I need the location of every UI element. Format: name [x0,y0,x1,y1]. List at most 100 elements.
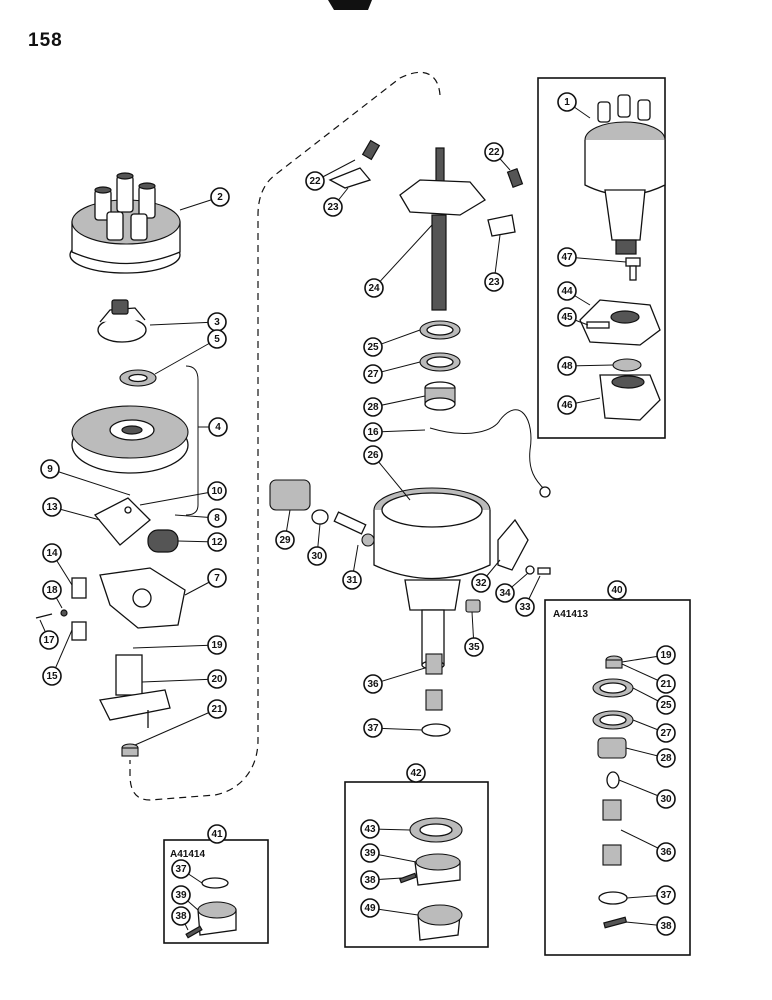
callout-circle [656,842,676,862]
o-ring-48 [612,358,642,372]
callout-number: 47 [561,252,573,263]
drive-shaft-lower [99,654,171,728]
callout-circle [656,916,676,936]
callout-circle [656,695,676,715]
distributor-housing [373,487,491,670]
callout-12: 12 [177,532,227,552]
callout-number: 35 [468,642,480,653]
callout-circle [515,597,535,617]
kit-callout-42: 42 [406,763,426,783]
callout-circle [656,645,676,665]
callout-number: 37 [660,890,672,901]
callout-5: 5 [154,329,227,375]
clamp-hardware [465,518,551,613]
bushings-36 [425,653,443,711]
callout-circle [360,819,380,839]
page-number: 158 [28,30,63,51]
callout-circle [363,397,383,417]
clips [35,577,87,641]
callout-25: 25 [363,329,421,357]
callout-circle [207,329,227,349]
callout-circle [656,748,676,768]
lead-wire [429,409,546,491]
callout-number: 40 [611,585,623,596]
callout-number: 19 [211,640,223,651]
callout-number: 9 [47,464,53,475]
callout-number: 20 [211,674,223,685]
callout-leader [49,468,131,496]
callout-circle [39,630,59,650]
callout-15: 15 [42,629,73,686]
callout-number: 13 [46,502,58,513]
callout-35: 35 [464,611,484,657]
callout-circle [557,356,577,376]
callout-number: 46 [561,400,573,411]
adapter-46 [599,374,661,421]
callout-leader [134,708,218,746]
callout-number: 31 [346,575,358,586]
callout-circle [406,763,426,783]
callout-number: 33 [519,602,531,613]
callout-33: 33 [515,575,541,617]
bushing-28 [424,381,456,411]
callout-number: 21 [660,679,672,690]
callout-38: 38 [171,906,191,931]
callout-circle [207,669,227,689]
callout-number: 38 [175,911,187,922]
callout-8: 8 [174,508,227,528]
kit-40-parts [592,655,634,929]
callout-number: 19 [660,650,672,661]
callout-circle [484,272,504,292]
callout-circle [364,278,384,298]
callout-37: 37 [363,718,423,738]
callout-number: 12 [211,537,223,548]
callout-number: 22 [488,147,500,158]
callout-28: 28 [363,395,426,417]
callout-leader [373,224,433,289]
callout-number: 34 [499,588,511,599]
callout-1: 1 [557,92,591,119]
callout-21: 21 [621,663,676,694]
callout-circle [557,307,577,327]
callout-number: 32 [475,578,487,589]
callout-circle [360,898,380,918]
callout-circle [656,674,676,694]
kit-callout-40: 40 [607,580,627,600]
bushing-21 [121,743,139,757]
callout-circle [607,580,627,600]
callout-circle [471,573,491,593]
callout-49: 49 [360,898,419,918]
callout-2: 2 [179,187,230,211]
callout-number: 27 [367,369,379,380]
lead-terminal [539,486,551,498]
callout-number: 18 [46,585,58,596]
callout-layer: 1234578910121314151617181920212222232324… [39,92,676,936]
callout-23: 23 [484,234,504,292]
callout-circle [363,674,383,694]
callout-leader [141,678,218,683]
callout-22: 22 [305,159,356,191]
callout-circle [363,422,383,442]
callout-25: 25 [632,687,676,715]
callout-45: 45 [557,307,589,327]
kit-41-parts [185,877,237,939]
callout-circle [275,530,295,550]
callout-circle [307,546,327,566]
callout-number: 3 [214,317,220,328]
callout-48: 48 [557,356,614,376]
callout-circle [305,171,325,191]
callout-circle [207,824,227,844]
callout-circle [363,364,383,384]
callout-number: 49 [364,903,376,914]
callout-number: 41 [211,829,223,840]
callout-27: 27 [632,719,676,743]
callout-circle [464,637,484,657]
callout-10: 10 [139,481,227,506]
advance-weights [328,139,524,237]
callout-circle [360,870,380,890]
callout-circle [207,532,227,552]
callout-number: 15 [46,671,58,682]
callout-circle [484,142,504,162]
callout-13: 13 [42,497,101,521]
